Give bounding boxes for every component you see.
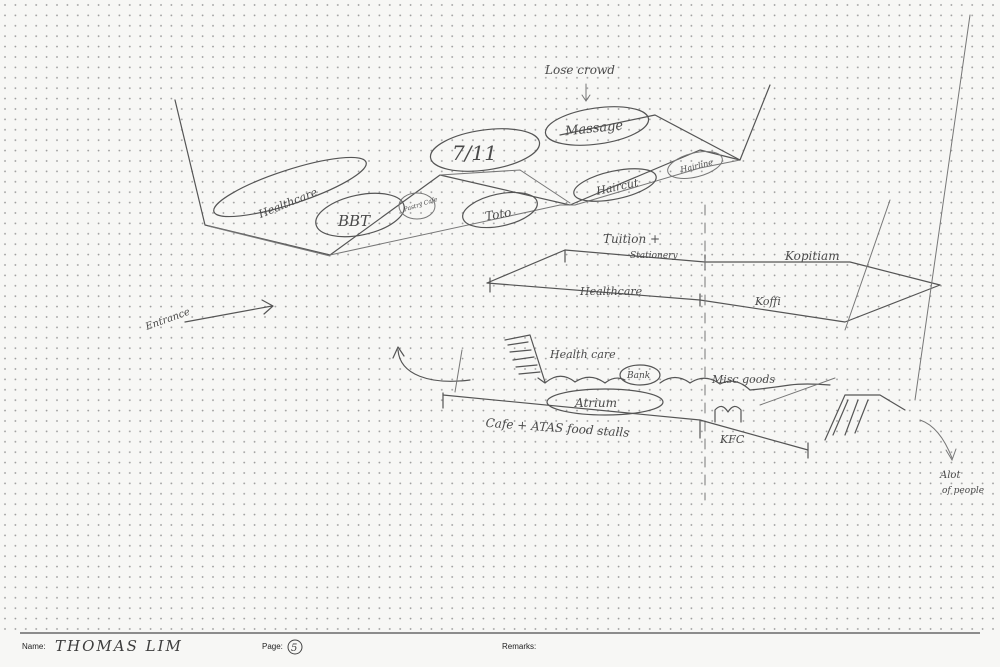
name-value: THOMAS LIM: [55, 637, 183, 655]
kopi-label: Koffi: [754, 295, 781, 308]
remarks-label: Remarks:: [502, 642, 536, 651]
misc-goods-label: Misc goods: [711, 373, 775, 386]
stationery-label: Stationery: [630, 251, 678, 261]
alot-label-2: of people: [942, 486, 984, 496]
healthcare-low-label: Health care: [549, 348, 616, 361]
bbt-label: BBT: [337, 212, 371, 230]
tuition-label: Tuition +: [603, 232, 660, 246]
bank-label: Bank: [626, 371, 650, 381]
alot-label-1: Alot: [939, 470, 961, 481]
page-label: Page:: [262, 642, 283, 651]
kfc-label: KFC: [719, 433, 745, 446]
atrium-label: Atrium: [574, 396, 617, 410]
name-label: Name:: [22, 642, 46, 651]
page-value: 5: [291, 643, 299, 654]
healthcare-mid-label: Healthcare: [579, 285, 643, 298]
sheet-footer: Name: THOMAS LIM Page: 5 Remarks:: [20, 633, 980, 655]
lose-crowd-label: Lose crowd: [544, 63, 615, 77]
seven-eleven-label: 7/11: [452, 141, 497, 165]
kopitiam-label: Kopitiam: [784, 249, 840, 263]
